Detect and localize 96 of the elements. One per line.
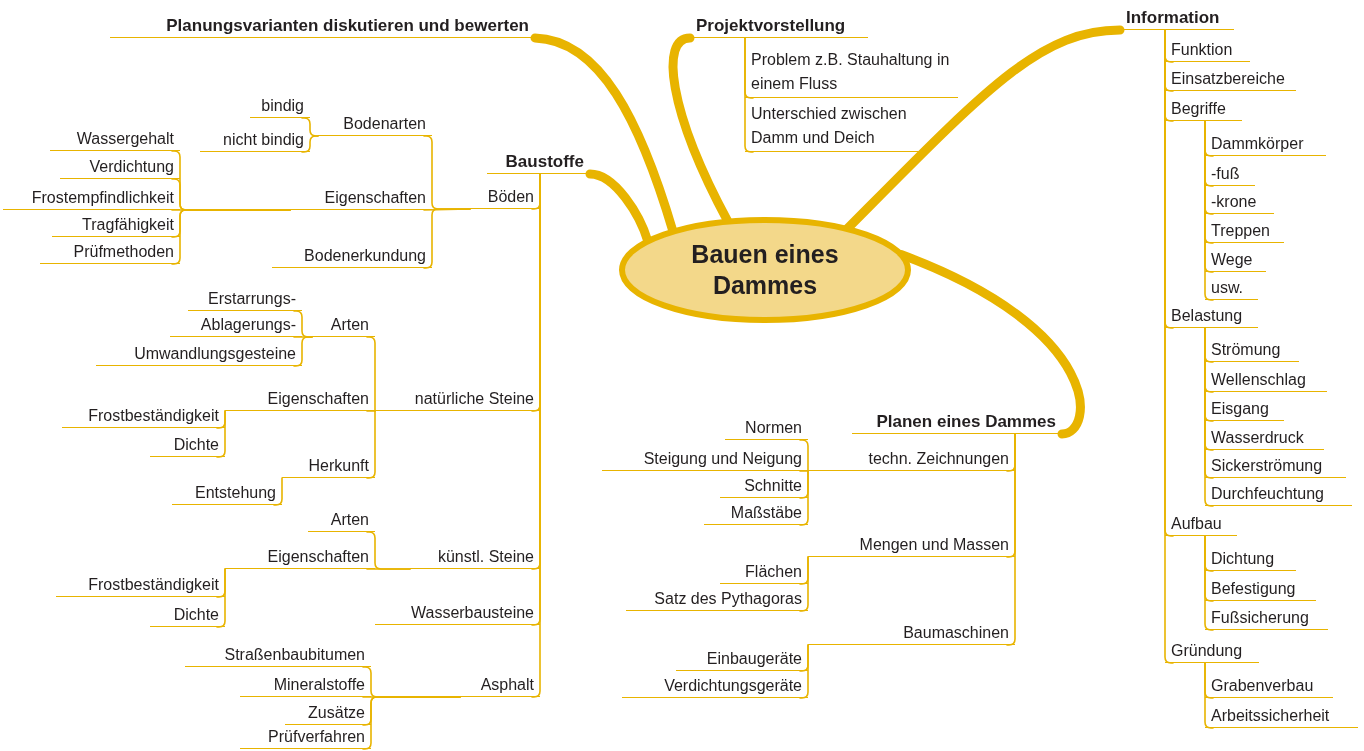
subtopic-label: Wasserbausteine bbox=[375, 603, 540, 625]
branch-line bbox=[216, 410, 226, 458]
subtopic-label: künstl. Steine bbox=[410, 547, 540, 569]
branch-line bbox=[362, 696, 461, 750]
subtopic-label: Treppen bbox=[1205, 221, 1284, 243]
subtopic-label: techn. Zeichnungen bbox=[808, 449, 1015, 471]
main-topic-label: Information bbox=[1120, 8, 1234, 30]
branch-line bbox=[1164, 29, 1174, 664]
subtopic-label: Umwandlungsgesteine bbox=[96, 344, 302, 366]
subtopic-label: Durchfeuchtung bbox=[1205, 484, 1352, 506]
subtopic-label: Gründung bbox=[1165, 641, 1259, 663]
subtopic-label: Eisgang bbox=[1205, 399, 1284, 421]
subtopic-label: nicht bindig bbox=[200, 130, 310, 152]
branch-line bbox=[1204, 120, 1214, 301]
branch-line bbox=[366, 410, 376, 412]
branch-line bbox=[423, 208, 471, 269]
subtopic-label: Wege bbox=[1205, 250, 1266, 272]
main-topic-label: Projektvorstellung bbox=[690, 16, 868, 38]
subtopic-label: Unterschied zwischen Damm und Deich bbox=[745, 102, 930, 152]
subtopic-label: Wassergehalt bbox=[50, 129, 180, 151]
branch-line bbox=[799, 470, 809, 526]
branch-line bbox=[799, 644, 809, 699]
main-topic-label: Planen eines Dammes bbox=[852, 412, 1062, 434]
subtopic-label: Straßenbaubitumen bbox=[185, 645, 371, 667]
subtopic-label: Erstarrungs- bbox=[188, 289, 302, 311]
subtopic-label: Verdichtung bbox=[60, 157, 180, 179]
branch-line bbox=[1006, 433, 1016, 646]
subtopic-label: Satz des Pythagoras bbox=[626, 589, 808, 611]
subtopic-label: bindig bbox=[250, 96, 310, 118]
subtopic-label: Dichte bbox=[150, 435, 225, 457]
subtopic-label: Frostbeständigkeit bbox=[62, 406, 225, 428]
subtopic-label: Ablagerungs- bbox=[170, 315, 302, 337]
subtopic-label: Fußsicherung bbox=[1205, 608, 1328, 630]
branch-line bbox=[216, 568, 226, 628]
subtopic-label: -krone bbox=[1205, 192, 1274, 214]
subtopic-label: Asphalt bbox=[460, 675, 540, 697]
subtopic-label: Mineralstoffe bbox=[240, 675, 371, 697]
branch-line bbox=[1204, 662, 1214, 729]
subtopic-label: Böden bbox=[470, 187, 540, 209]
subtopic-label: Grabenverbau bbox=[1205, 676, 1333, 698]
subtopic-label: Dichte bbox=[150, 605, 225, 627]
subtopic-label: Belastung bbox=[1165, 306, 1258, 328]
subtopic-label: Strömung bbox=[1205, 340, 1299, 362]
branch-line bbox=[1204, 327, 1214, 507]
subtopic-label: Frostempfindlichkeit bbox=[3, 188, 180, 210]
subtopic-label: usw. bbox=[1205, 278, 1258, 300]
subtopic-label: Eigenschaften bbox=[225, 547, 375, 569]
subtopic-label: Baumaschinen bbox=[808, 623, 1015, 645]
subtopic-label: Verdichtungsgeräte bbox=[622, 676, 808, 698]
subtopic-label: Sickerströmung bbox=[1205, 456, 1346, 478]
subtopic-label: Bodenarten bbox=[318, 114, 432, 136]
subtopic-label: Entstehung bbox=[172, 483, 282, 505]
branch-line bbox=[366, 568, 411, 570]
subtopic-label: Schnitte bbox=[720, 476, 808, 498]
branch-line bbox=[171, 209, 291, 265]
subtopic-label: Begriffe bbox=[1165, 99, 1242, 121]
branch-line bbox=[366, 410, 376, 479]
subtopic-label: Befestigung bbox=[1205, 579, 1316, 601]
subtopic-label: Herkunft bbox=[282, 456, 375, 478]
subtopic-label: Dichtung bbox=[1205, 549, 1296, 571]
subtopic-label: Bodenerkundung bbox=[272, 246, 432, 268]
subtopic-label: Arten bbox=[308, 510, 375, 532]
subtopic-label: Steigung und Neigung bbox=[602, 449, 808, 471]
subtopic-label: Einsatzbereiche bbox=[1165, 69, 1296, 91]
subtopic-label: Mengen und Massen bbox=[808, 535, 1015, 557]
subtopic-label: Tragfähigkeit bbox=[52, 215, 180, 237]
subtopic-label: Frostbeständigkeit bbox=[56, 575, 225, 597]
branch-line bbox=[301, 135, 319, 153]
subtopic-label: Normen bbox=[725, 418, 808, 440]
branch-line bbox=[799, 470, 809, 472]
subtopic-label: Zusätze bbox=[285, 703, 371, 725]
subtopic-label: Arbeitssicherheit bbox=[1205, 706, 1358, 728]
subtopic-label: Eigenschaften bbox=[290, 188, 432, 210]
main-topic-label: Planungsvarianten diskutieren und bewerten bbox=[110, 16, 535, 38]
subtopic-label: Flächen bbox=[720, 562, 808, 584]
subtopic-label: Prüfverfahren bbox=[240, 727, 371, 749]
subtopic-label: Dammkörper bbox=[1205, 134, 1326, 156]
subtopic-label: Wellenschlag bbox=[1205, 370, 1327, 392]
branch-line bbox=[799, 556, 809, 612]
subtopic-label: Aufbau bbox=[1165, 514, 1237, 536]
main-topic-label: Baustoffe bbox=[487, 152, 590, 174]
subtopic-label: -fuß bbox=[1205, 164, 1255, 186]
branch-line bbox=[744, 37, 754, 153]
central-topic-text: Bauen eines Dammes bbox=[690, 239, 840, 301]
subtopic-label: Eigenschaften bbox=[225, 389, 375, 411]
subtopic-label: Wasserdruck bbox=[1205, 428, 1324, 450]
branch-line bbox=[273, 477, 283, 506]
branch-line bbox=[293, 336, 313, 367]
branch-line bbox=[1204, 535, 1214, 631]
subtopic-label: Arten bbox=[312, 315, 375, 337]
subtopic-label: Maßstäbe bbox=[704, 503, 808, 525]
subtopic-label: Problem z.B. Stauhaltung in einem Fluss bbox=[745, 48, 958, 98]
subtopic-label: Funktion bbox=[1165, 40, 1250, 62]
subtopic-label: natürliche Steine bbox=[375, 389, 540, 411]
subtopic-label: Prüfmethoden bbox=[40, 242, 180, 264]
subtopic-label: Einbaugeräte bbox=[676, 649, 808, 671]
